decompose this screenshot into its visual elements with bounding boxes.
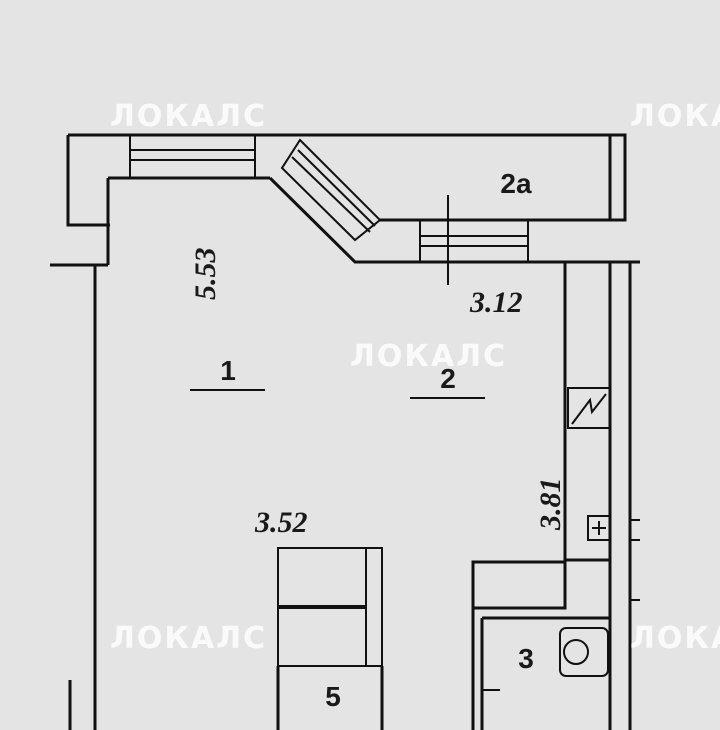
window-2 <box>419 219 529 263</box>
wardrobe-side <box>365 547 383 667</box>
room-3-label: 3 <box>518 643 534 674</box>
wall-2a-end <box>610 133 627 222</box>
window-diagonal-line-b <box>297 149 376 227</box>
stove <box>567 387 611 429</box>
watermark-top-right: ЛОКАЛС <box>630 99 720 134</box>
room-5-label: 5 <box>325 681 341 712</box>
wall-top-left-outer <box>66 135 110 227</box>
dimension-3-12: 3.12 <box>469 286 523 319</box>
watermark-bottom-right: ЛОКАЛС <box>630 621 720 656</box>
sink <box>587 515 611 541</box>
room-2-label: 2 <box>440 363 456 394</box>
dimension-5-53: 5.53 <box>189 248 222 301</box>
window-1 <box>129 134 256 179</box>
toilet <box>559 627 609 677</box>
dimension-3-52: 3.52 <box>254 506 308 539</box>
watermark-center: ЛОКАЛС <box>350 339 507 374</box>
stove-symbol <box>571 393 607 425</box>
toilet-bowl <box>563 639 589 665</box>
watermark-top-left: ЛОКАЛС <box>110 99 267 134</box>
window-diagonal-line-a <box>291 156 371 233</box>
dimension-3-81: 3.81 <box>534 478 567 532</box>
room-1-label: 1 <box>220 355 236 386</box>
window-diagonal <box>280 138 382 242</box>
room-2a-label: 2а <box>500 168 532 199</box>
watermark-bottom-left: ЛОКАЛС <box>110 621 267 656</box>
